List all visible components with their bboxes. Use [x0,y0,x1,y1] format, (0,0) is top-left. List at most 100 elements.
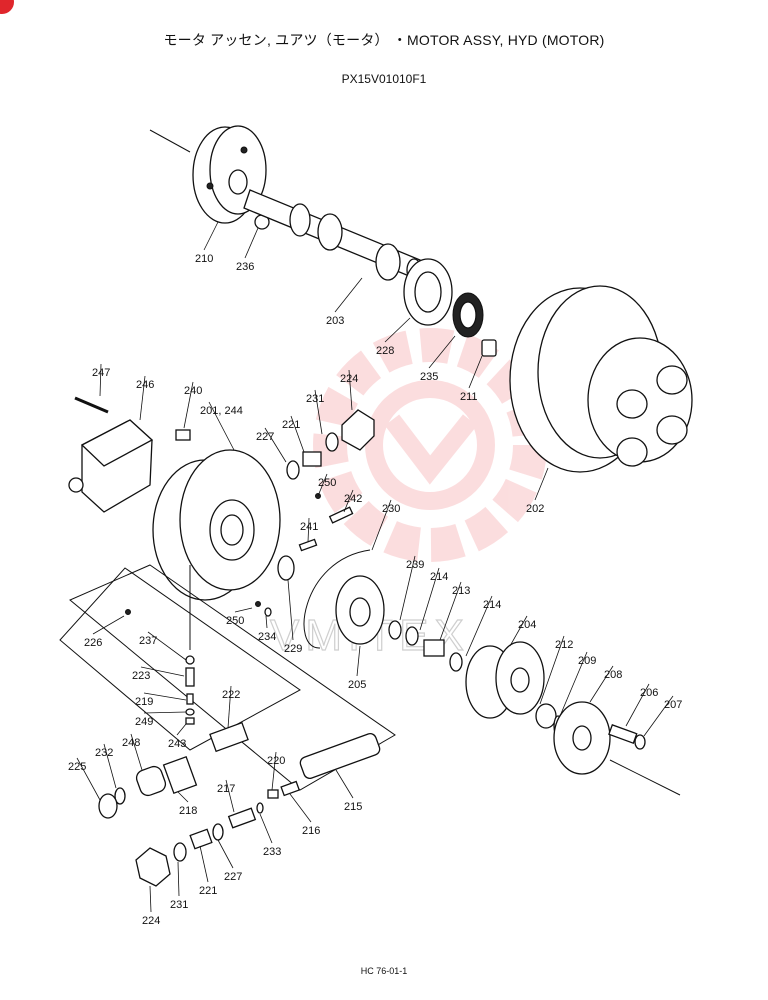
part-label-p210[interactable]: 210 [195,253,213,265]
leader-line-p209 [559,651,588,717]
leader-line-p215 [335,769,354,799]
part-240-shape [175,429,191,441]
part-249-shape [185,708,195,716]
part-label-p247[interactable]: 247 [92,367,110,379]
leader-line-p227a [264,427,287,463]
part-label-p233[interactable]: 233 [263,846,281,858]
leader-line-p210 [203,221,219,251]
part-231a-shape [325,432,339,452]
part-label-p248[interactable]: 248 [122,737,140,749]
part-label-p239[interactable]: 239 [406,559,424,571]
part-241-shape [298,538,318,552]
part-224a-shape [341,409,375,451]
part-label-p225[interactable]: 225 [68,761,86,773]
part-label-p214b[interactable]: 214 [483,599,501,611]
part-label-p250a[interactable]: 250 [318,477,336,489]
part-label-p246[interactable]: 246 [136,379,154,391]
part-label-p224b[interactable]: 224 [142,915,160,927]
part-label-p237[interactable]: 237 [139,635,157,647]
part-label-p215[interactable]: 215 [344,801,362,813]
leader-line-p205 [356,645,361,677]
part-label-p206[interactable]: 206 [640,687,658,699]
leader-line-p225 [76,757,101,801]
leader-line-p249 [143,711,187,714]
leader-line-p217 [225,779,235,813]
part-208-shape [553,701,611,775]
part-214b-shape [449,652,463,672]
part-label-p208[interactable]: 208 [604,669,622,681]
leader-line-p226 [92,615,125,635]
part-label-p217[interactable]: 217 [217,783,235,795]
leader-line-p220 [271,751,277,791]
part-label-p236[interactable]: 236 [236,261,254,273]
leader-line-p235 [428,335,456,369]
part-number-labels: 210 236 203 228 235 211 202 247 246 240 201, 244 23… [68,221,682,927]
part-label-p227b[interactable]: 227 [224,871,242,883]
part-label-p201[interactable]: 201, 244 [200,405,243,417]
part-label-p220[interactable]: 220 [267,755,285,767]
part-label-p216[interactable]: 216 [302,825,320,837]
leader-line-p246 [139,375,146,421]
part-212-shape [535,703,557,729]
part-label-p231b[interactable]: 231 [170,899,188,911]
part-label-p229[interactable]: 229 [284,643,302,655]
part-label-p231a[interactable]: 231 [306,393,324,405]
part-206-shape [608,724,638,745]
part-201-shape [152,449,281,601]
part-label-p205[interactable]: 205 [348,679,366,691]
part-label-p226[interactable]: 226 [84,637,102,649]
leader-line-p224b [149,885,152,913]
part-label-p232[interactable]: 232 [95,747,113,759]
part-label-p222[interactable]: 222 [222,689,240,701]
part-label-p219[interactable]: 219 [135,696,153,708]
part-label-p202[interactable]: 202 [526,503,544,515]
part-250b-shape [255,601,261,607]
part-label-p227a[interactable]: 227 [256,431,274,443]
part-label-p212[interactable]: 212 [555,639,573,651]
leader-line-p221a [290,415,305,453]
part-242-shape [328,506,354,524]
part-label-p213[interactable]: 213 [452,585,470,597]
part-label-p207[interactable]: 207 [664,699,682,711]
part-label-p234[interactable]: 234 [258,631,276,643]
part-label-p242[interactable]: 242 [344,493,362,505]
part-label-p243[interactable]: 243 [168,738,186,750]
part-label-p209[interactable]: 209 [578,655,596,667]
leader-line-p204 [509,615,528,647]
part-211-shape [481,339,497,357]
leader-line-p203 [334,277,363,313]
part-label-p214a[interactable]: 214 [430,571,448,583]
leader-line-p218 [177,791,189,803]
leader-line-p216 [289,793,312,823]
part-label-p203[interactable]: 203 [326,315,344,327]
part-207-shape [634,734,646,750]
part-label-p221b[interactable]: 221 [199,885,217,897]
part-label-p249[interactable]: 249 [135,716,153,728]
part-label-p228[interactable]: 228 [376,345,394,357]
part-221b-shape [189,828,213,850]
leader-line-p214a [419,567,440,631]
leader-line-p237 [147,631,187,661]
part-axis-line [609,759,681,796]
leader-line-p228 [384,317,411,343]
part-label-p230[interactable]: 230 [382,503,400,515]
part-label-p240[interactable]: 240 [184,385,202,397]
leader-line-p212 [539,635,565,705]
part-213-shape [423,639,445,657]
part-243-shape [185,717,195,725]
part-label-p235[interactable]: 235 [420,371,438,383]
part-label-p250b[interactable]: 250 [226,615,244,627]
part-216-shape [280,780,301,797]
part-label-p241[interactable]: 241 [300,521,318,533]
part-239-shape [388,620,402,640]
part-label-p224a[interactable]: 224 [340,373,358,385]
part-label-p218[interactable]: 218 [179,805,197,817]
part-label-p211[interactable]: 211 [460,391,478,403]
part-237-shape [185,655,195,665]
part-label-p221a[interactable]: 221 [282,419,300,431]
part-label-p223[interactable]: 223 [132,670,150,682]
leader-line-p214b [465,595,493,657]
part-label-p204[interactable]: 204 [518,619,536,631]
